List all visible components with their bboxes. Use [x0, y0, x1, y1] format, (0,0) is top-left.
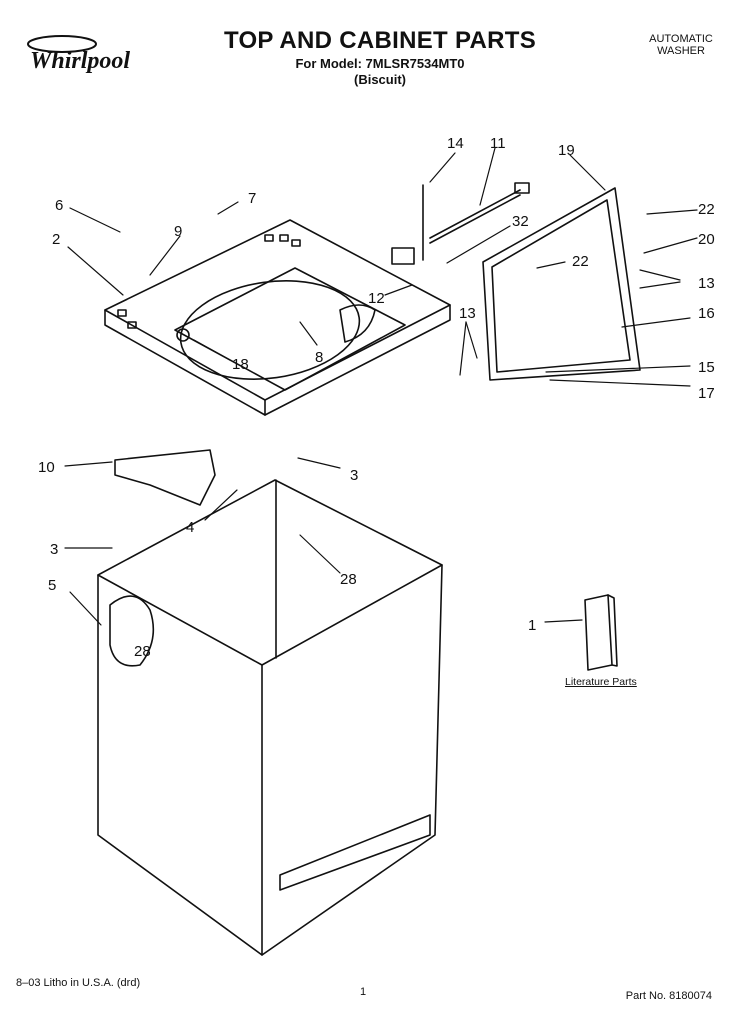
model-line: For Model: 7MLSR7534MT0 — [295, 56, 465, 71]
callout-9: 9 — [174, 223, 182, 240]
callout-19: 19 — [558, 142, 575, 159]
callout-20: 20 — [698, 231, 715, 248]
callout-22-inner: 22 — [572, 253, 589, 270]
literature-packet — [584, 594, 618, 671]
cabinet — [97, 479, 443, 956]
callout-14: 14 — [447, 135, 464, 152]
callout-11: 11 — [490, 135, 506, 152]
callout-3-top: 3 — [350, 467, 358, 484]
product-type-line2: WASHER — [657, 45, 705, 57]
callout-13-right: 13 — [698, 275, 715, 292]
callout-5: 5 — [48, 577, 56, 594]
callout-18: 18 — [232, 356, 249, 373]
callout-12: 12 — [368, 290, 385, 307]
literature-parts-label: Literature Parts — [565, 676, 637, 688]
callout-32: 32 — [512, 213, 529, 230]
callout-15: 15 — [698, 359, 715, 376]
callout-7: 7 — [248, 190, 256, 207]
callout-6: 6 — [55, 197, 63, 214]
callout-28-left: 28 — [134, 643, 151, 660]
callout-16: 16 — [698, 305, 715, 322]
callout-28-center: 28 — [340, 571, 357, 588]
leader-lines — [64, 147, 698, 626]
lid-switch-harness — [391, 182, 530, 265]
callout-22-right: 22 — [698, 201, 715, 218]
footer-page-number: 1 — [360, 986, 367, 998]
washer-top-panel — [104, 219, 451, 416]
callout-13-left: 13 — [459, 305, 476, 322]
footer-part-number: Part No. 8180074 — [625, 990, 712, 1002]
color-line: (Biscuit) — [354, 72, 406, 87]
product-type-line1: AUTOMATIC — [649, 33, 713, 45]
brand-logo: Whirlpool — [22, 30, 172, 82]
callout-2: 2 — [52, 231, 60, 248]
callout-17: 17 — [698, 385, 715, 402]
brand-wordmark: Whirlpool — [30, 48, 130, 74]
footer-print-info: 8–03 Litho in U.S.A. (drd) — [16, 977, 141, 989]
page-title: TOP AND CABINET PARTS — [223, 27, 537, 54]
callout-8: 8 — [315, 349, 323, 366]
callout-10: 10 — [38, 459, 55, 476]
lid-frame — [482, 187, 641, 381]
callout-3-left: 3 — [50, 541, 58, 558]
part-10-bracket — [114, 449, 216, 506]
callout-4: 4 — [186, 519, 194, 536]
callout-1: 1 — [528, 617, 536, 634]
